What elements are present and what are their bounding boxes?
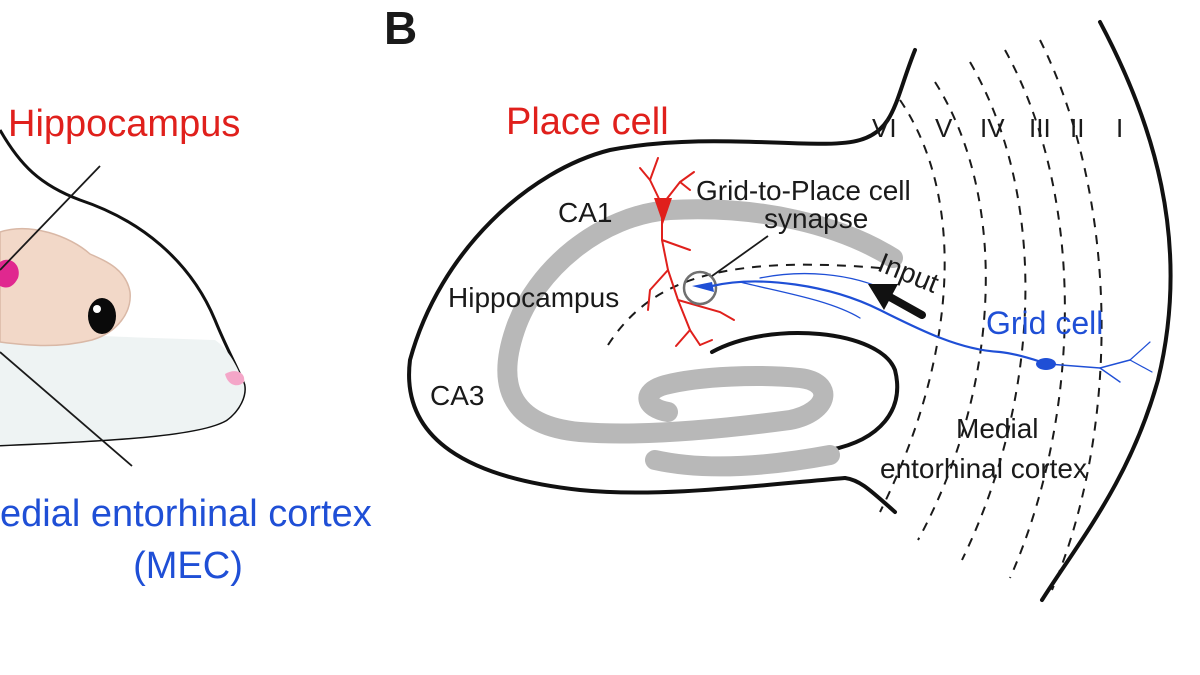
mouse-nose	[225, 371, 245, 386]
ca-field-band	[497, 199, 903, 444]
layer-label-vi: VI	[872, 113, 897, 143]
panel-a-hippocampus-pointer	[0, 165, 101, 271]
cortex-surface-outline	[1040, 20, 1173, 602]
hippocampus-label: Hippocampus	[448, 282, 619, 313]
dentate-gyrus-band	[645, 445, 840, 477]
grid-cell-soma	[1036, 358, 1056, 370]
grid-cell-axon	[710, 272, 1153, 383]
panel-b: B	[384, 2, 1173, 602]
mouse-hippocampus-blob	[0, 259, 19, 288]
mec-lower-edge	[843, 476, 897, 514]
layer-label-v: V	[935, 113, 953, 143]
synapse-label-line1: Grid-to-Place cell	[696, 175, 911, 206]
grid-cell-label: Grid cell	[986, 305, 1103, 341]
dentate-inner-outline	[710, 330, 900, 452]
mouse-eye	[88, 298, 116, 334]
panel-a: Hippocampus edial entorhinal cortex (MEC…	[0, 103, 372, 587]
layer-label-ii: II	[1070, 113, 1084, 143]
ca3-label: CA3	[430, 380, 484, 411]
input-arrow	[868, 284, 926, 319]
layer-label-i: I	[1116, 113, 1123, 143]
synapse-label-pointer	[711, 235, 769, 277]
synapse-terminal	[692, 282, 714, 292]
mec-label-line1: Medial	[956, 413, 1038, 444]
panel-b-letter: B	[384, 2, 417, 54]
panel-a-hippocampus-label: Hippocampus	[8, 103, 240, 145]
mouse-eye-highlight	[93, 305, 101, 313]
perforant-path	[607, 263, 881, 346]
panel-a-mec-label-line2: (MEC)	[133, 545, 243, 587]
mec-label-line2: entorhinal cortex	[880, 453, 1087, 484]
place-cell-neuron	[639, 157, 735, 347]
place-cell-label: Place cell	[506, 101, 669, 143]
layer-label-iii: III	[1029, 113, 1051, 143]
synapse-label-line2: synapse	[764, 203, 868, 234]
mouse-snout-shading	[0, 330, 245, 445]
ca1-label: CA1	[558, 197, 612, 228]
hippocampus-outline	[407, 48, 917, 495]
layer-label-iv: IV	[980, 113, 1005, 143]
cortical-layer-boundaries	[879, 39, 1103, 591]
place-cell-soma	[654, 198, 672, 224]
panel-a-mec-label-line1: edial entorhinal cortex	[0, 493, 372, 535]
synapse-marker	[682, 270, 718, 306]
panel-a-mec-pointer	[0, 351, 133, 467]
